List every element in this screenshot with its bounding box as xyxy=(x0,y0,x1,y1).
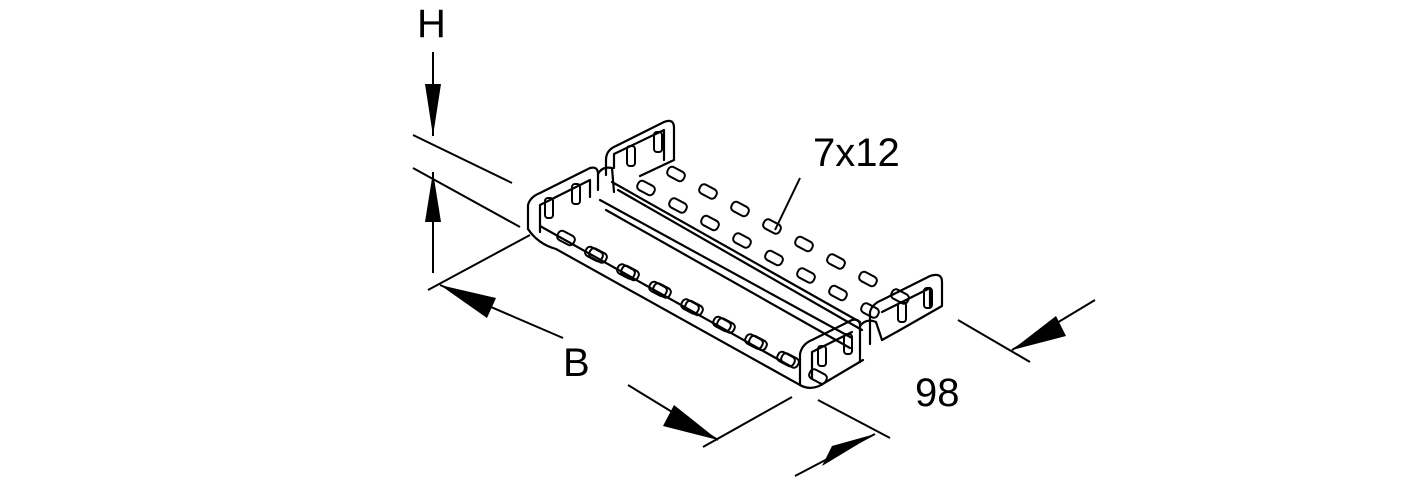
width-label: B xyxy=(563,341,590,385)
slot xyxy=(653,131,663,153)
base-hole xyxy=(762,218,782,235)
base-hole xyxy=(808,368,828,385)
length-extension-line-right xyxy=(957,319,1031,363)
height-arrow-top xyxy=(425,84,441,136)
slot xyxy=(544,197,554,219)
length-arrow-right xyxy=(1012,316,1066,350)
base-hole xyxy=(794,235,814,253)
base-hole xyxy=(748,334,768,352)
right-front-flange xyxy=(798,318,862,387)
width-extension-line-right xyxy=(702,396,793,448)
left-front-flange xyxy=(526,166,600,231)
base-hole xyxy=(666,165,686,183)
height-arrow-bottom xyxy=(425,172,441,222)
center-groove-line-2 xyxy=(604,208,852,350)
slot xyxy=(897,301,907,323)
width-arrow-left xyxy=(440,285,496,318)
base-holes xyxy=(556,165,910,385)
base-hole xyxy=(890,288,910,305)
length-arrow-left xyxy=(822,434,875,466)
base-hole xyxy=(668,197,688,214)
base-hole xyxy=(620,264,640,282)
right-flange-joint xyxy=(858,319,884,342)
right-rear-flange xyxy=(868,273,944,346)
center-groove-line-1 xyxy=(598,198,854,340)
slot xyxy=(843,333,853,355)
base-hole xyxy=(764,249,784,267)
base-hole xyxy=(700,214,720,232)
base-hole xyxy=(828,284,848,302)
base-hole xyxy=(730,200,750,218)
base-hole xyxy=(684,299,704,317)
left-rear-flange xyxy=(604,119,676,178)
base-hole xyxy=(716,317,736,334)
width-extension-line-left xyxy=(427,234,531,291)
height-extension-line-bottom xyxy=(412,167,521,228)
base-hole xyxy=(732,232,752,249)
height-label: H xyxy=(417,2,446,46)
base-hole xyxy=(588,247,608,264)
base-hole xyxy=(858,270,878,288)
base-hole xyxy=(796,267,816,284)
center-groove-line-3 xyxy=(616,188,864,332)
hole-leader-line xyxy=(774,177,801,231)
height-extension-line-top xyxy=(412,134,513,184)
width-arrow-right xyxy=(663,405,718,440)
base-hole xyxy=(652,282,672,299)
slot xyxy=(571,183,581,205)
base-hole xyxy=(556,229,576,247)
base-rear-edge xyxy=(610,180,862,324)
hole-size-label: 7x12 xyxy=(813,131,900,175)
flange-slots xyxy=(544,131,933,367)
base-hole xyxy=(636,179,656,197)
left-flange-joint xyxy=(596,166,616,194)
base-hole xyxy=(780,352,800,369)
width-dimension xyxy=(427,234,793,448)
slot xyxy=(626,145,636,167)
base-hole xyxy=(860,302,880,319)
length-label: 98 xyxy=(915,371,960,415)
base-hole xyxy=(698,183,718,200)
length-extension-line-left xyxy=(817,399,891,439)
left-rear-flange-inner xyxy=(612,128,666,170)
slot xyxy=(923,287,933,309)
slot xyxy=(817,345,827,367)
base-hole xyxy=(826,253,846,270)
left-front-flange-inner xyxy=(538,178,592,234)
